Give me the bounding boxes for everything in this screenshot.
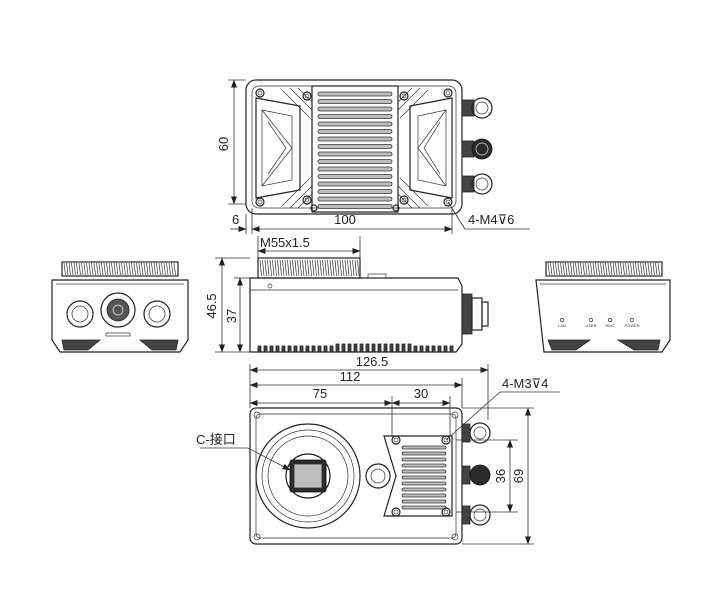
- c-mount-ring: [255, 423, 361, 529]
- right-end-view: LAN USER HMC POWER: [535, 261, 671, 353]
- dim-distance-30: 30: [414, 386, 428, 401]
- right-end-body: [535, 279, 671, 353]
- heatsink-fins: [311, 85, 399, 213]
- left-vent: [255, 97, 301, 199]
- side-body: [249, 277, 463, 353]
- left-port-1: [66, 300, 94, 328]
- dim-offset-6: 6: [232, 212, 239, 227]
- right-vent: [409, 97, 453, 199]
- left-end-view: [51, 261, 189, 353]
- dim-length-112: 112: [340, 369, 361, 384]
- status-leds: LAN USER HMC POWER: [558, 318, 640, 328]
- dim-height-36: 36: [493, 469, 508, 483]
- dim-thread: M55x1.5: [260, 235, 310, 250]
- dim-distance-75: 75: [313, 386, 327, 401]
- dim-height-69: 69: [511, 469, 526, 483]
- led-label-lan: LAN: [558, 323, 566, 328]
- dim-height-37: 37: [224, 309, 239, 323]
- front-connectors: [461, 422, 491, 526]
- top-connectors: [461, 97, 493, 195]
- led-label-user: USER: [585, 323, 596, 328]
- left-port-3: [143, 300, 171, 328]
- callout-bottom-holes: 4-M3⊽4: [502, 376, 548, 391]
- front-view: 126.5 112 75 30 4-M3⊽4 36 69 C-接口: [196, 354, 560, 545]
- label-c-mount: C-接口: [196, 432, 236, 447]
- side-view: 46.5 37 M55x1.5: [204, 235, 489, 353]
- top-view: 60 6 100 4-M4⊽6: [216, 79, 530, 234]
- dim-height-46-5: 46.5: [204, 293, 219, 318]
- callout-top-holes: 4-M4⊽6: [468, 212, 514, 227]
- left-port-2: [100, 292, 136, 328]
- dim-length-126-5: 126.5: [356, 354, 389, 369]
- top-mount-holes: [255, 88, 453, 212]
- front-mount-holes: [253, 411, 459, 541]
- led-label-power: POWER: [624, 323, 639, 328]
- left-end-body: [51, 279, 189, 353]
- led-label-hmc: HMC: [605, 323, 614, 328]
- dim-height-60: 60: [216, 137, 231, 151]
- dim-width-100: 100: [334, 212, 356, 227]
